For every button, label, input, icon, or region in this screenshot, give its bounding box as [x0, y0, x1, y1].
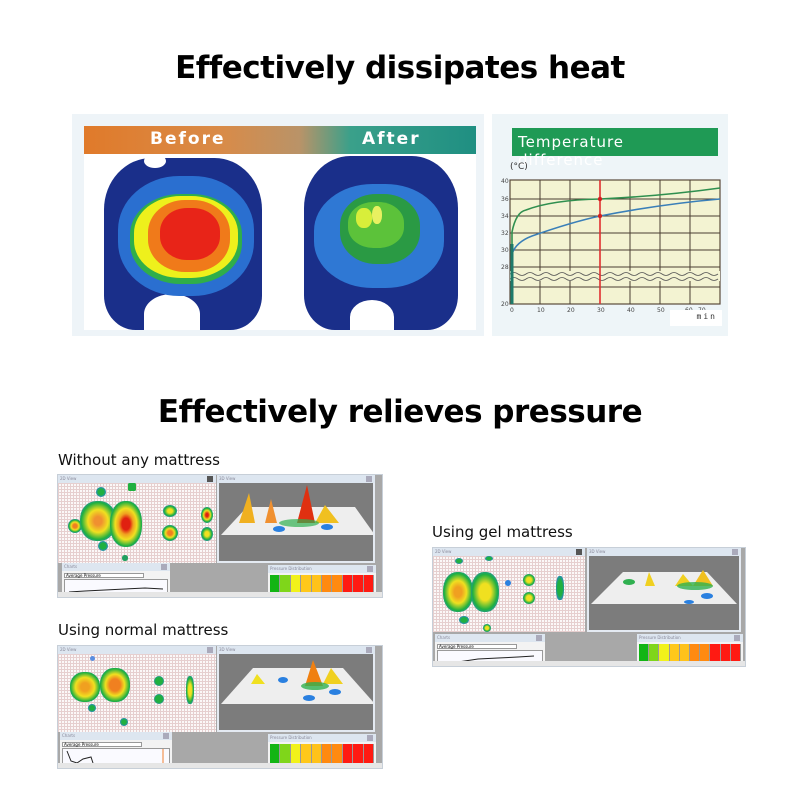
caption-without-mattress: Without any mattress — [58, 451, 220, 469]
pressure-window-gel-mattress: 2D View 3D View — [432, 547, 746, 667]
pressure-distribution-bar — [639, 644, 742, 662]
before-heatmap — [84, 154, 280, 330]
caption-gel-mattress: Using gel mattress — [432, 523, 573, 541]
temperature-unit-label: (°C) — [510, 162, 528, 172]
svg-text:28: 28 — [501, 264, 509, 271]
2d-view-pane: 2D View — [58, 475, 216, 563]
chart-type-select[interactable]: Average Pressure — [437, 644, 517, 649]
maximize-button[interactable] — [366, 476, 372, 482]
horizontal-scrollbar[interactable] — [58, 592, 382, 597]
pressure-distribution-pane: Pressure Distribution — [268, 734, 376, 766]
before-after-banner: Before After — [84, 126, 476, 154]
svg-text:0: 0 — [510, 307, 514, 314]
2d-view-title: 2D View — [58, 475, 216, 483]
average-pressure-chart — [64, 579, 168, 595]
pressure-distribution-pane: Pressure Distribution — [268, 565, 376, 595]
svg-text:34: 34 — [501, 213, 509, 220]
charts-pane: Charts Average Pressure — [60, 732, 172, 767]
3d-view-title: 3D View — [217, 475, 375, 483]
charts-pane: Charts Average Pressure — [62, 563, 170, 595]
x-axis-unit-label: min — [670, 310, 722, 326]
3d-view-pane: 3D View — [217, 475, 375, 563]
temperature-chart-title: Temperature difference — [512, 128, 718, 169]
pressure-heading: Effectively relieves pressure — [157, 394, 643, 430]
maximize-button[interactable] — [576, 549, 582, 555]
pressure-distribution-bar — [270, 744, 375, 764]
before-after-heatmap-panel: Before After — [72, 114, 484, 336]
chart-type-select[interactable]: Average Pressure — [64, 573, 144, 578]
svg-text:20: 20 — [567, 307, 575, 314]
2d-view-pane: 2D View — [58, 646, 216, 732]
3d-view-pane: 3D View — [217, 646, 375, 732]
after-heatmap — [280, 154, 476, 330]
svg-text:30: 30 — [501, 247, 509, 254]
maximize-button[interactable] — [366, 647, 372, 653]
svg-text:30: 30 — [597, 307, 605, 314]
pressure-distribution-bar — [270, 575, 375, 593]
svg-text:20: 20 — [501, 301, 509, 308]
horizontal-scrollbar[interactable] — [433, 661, 745, 666]
2d-view-pane: 2D View — [433, 548, 585, 632]
3d-view-pane: 3D View — [587, 548, 741, 632]
svg-text:36: 36 — [501, 196, 509, 203]
heat-heading: Effectively dissipates heat — [175, 50, 625, 86]
svg-text:40: 40 — [501, 178, 509, 185]
before-label: Before — [150, 129, 226, 149]
pressure-window-without-mattress: 2D View 3D View — [57, 474, 383, 598]
maximize-button[interactable] — [207, 476, 213, 482]
horizontal-scrollbar[interactable] — [58, 763, 382, 768]
svg-text:50: 50 — [657, 307, 665, 314]
after-label: After — [362, 129, 421, 149]
maximize-button[interactable] — [207, 647, 213, 653]
charts-pane: Charts Average Pressure — [435, 634, 545, 665]
chart-type-select[interactable]: Average Pressure — [62, 742, 142, 747]
svg-text:40: 40 — [627, 307, 635, 314]
svg-text:10: 10 — [537, 307, 545, 314]
svg-text:32: 32 — [501, 230, 509, 237]
caption-normal-mattress: Using normal mattress — [58, 621, 229, 639]
pressure-window-normal-mattress: 2D View 3D View Charts — [57, 645, 383, 769]
maximize-button[interactable] — [732, 549, 738, 555]
pressure-distribution-pane: Pressure Distribution — [637, 634, 743, 664]
